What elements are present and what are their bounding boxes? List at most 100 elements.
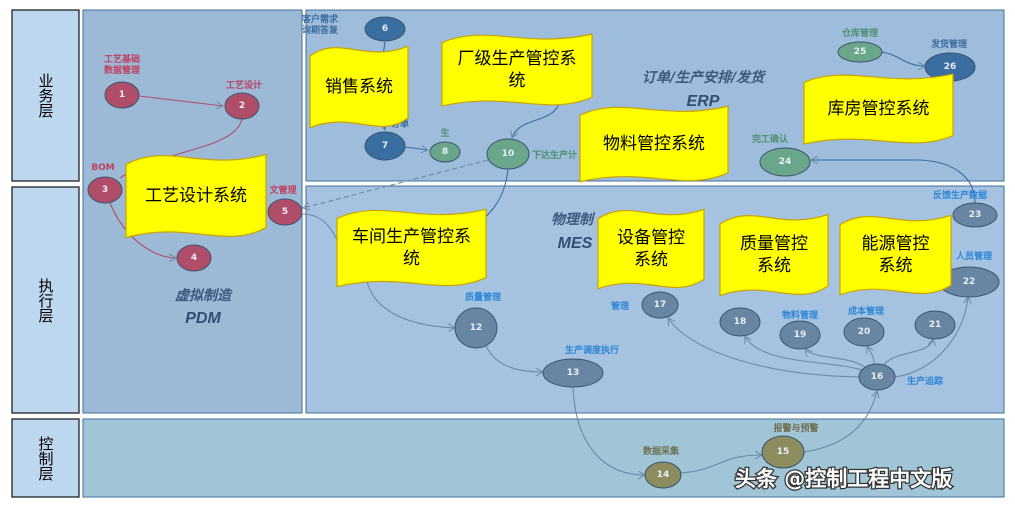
node-ellipse [719, 307, 761, 337]
node-label: 生产调度执行 [565, 344, 619, 356]
banner-shape [597, 208, 705, 290]
node-label-line: 客户需求 [301, 13, 339, 25]
node-ellipse [87, 176, 123, 204]
node-label: 客户需求询期答复 [301, 13, 339, 36]
node-number: 4 [191, 253, 197, 263]
node-ellipse [641, 291, 679, 319]
mes-subtitle: MES [558, 235, 593, 252]
edge-16-17 [668, 318, 860, 378]
node-ellipse [759, 147, 811, 177]
node-4[interactable]: 4 [176, 244, 212, 272]
node-8[interactable]: 8生 [429, 127, 461, 163]
node-label: 完工确认 [752, 133, 789, 145]
node-label-line: 人员管理 [955, 250, 992, 262]
layer-label-business-text: 业务层 [36, 73, 55, 118]
node-number: 6 [382, 24, 388, 34]
node-label: 下达生产计 [532, 149, 577, 161]
edge-1-2 [138, 95, 223, 106]
node-21[interactable]: 21 [914, 310, 956, 340]
layer-execution-box [11, 186, 80, 414]
node-13[interactable]: 13 生产调度执行 [542, 344, 619, 388]
layer-business-box [11, 9, 80, 182]
banner-warehouse: 库房管控系统 [803, 73, 954, 145]
banner-text: 设备管控 [617, 228, 685, 248]
node-number: 22 [963, 277, 976, 287]
edge-23-24 [811, 160, 976, 204]
node-ellipse [779, 320, 821, 350]
node-number: 7 [382, 141, 388, 151]
node-label: 文管理 [268, 184, 296, 196]
watermark: 头条 @控制工程中文版 [735, 467, 952, 491]
banner-text: 工艺设计系统 [145, 186, 247, 206]
node-label-line: 成本管理 [848, 305, 884, 317]
node-7[interactable]: 7订单 [364, 118, 409, 161]
node-17[interactable]: 17 管理 [611, 291, 679, 319]
node-1[interactable]: 1 工艺基础数据管理 [104, 53, 140, 109]
control-panel [82, 418, 1005, 498]
layer-label-execution-text: 执行层 [36, 277, 55, 323]
node-22[interactable]: 22 人员管理 [938, 250, 1000, 298]
banner-text: 统 [403, 249, 420, 269]
banner-shape [839, 214, 952, 296]
node-label-line: 物料管理 [782, 309, 818, 321]
edges [109, 41, 976, 475]
node-number: 3 [102, 185, 108, 195]
node-label-line: 生产追踪 [907, 375, 943, 387]
erp-subtitle: ERP [687, 93, 720, 110]
node-number: 16 [871, 372, 884, 382]
node-label: BOM [91, 163, 115, 173]
node-label-line: 发货管理 [930, 38, 967, 50]
banner-shape [441, 33, 593, 107]
node-label: 仓库管理 [841, 27, 878, 39]
node-ellipse [224, 92, 260, 120]
banner-text: 物料管控系统 [603, 134, 705, 154]
edge-12-13 [485, 345, 543, 372]
node-number: 18 [734, 317, 747, 327]
node-5[interactable]: 5 文管理 [267, 184, 303, 226]
banner-process: 工艺设计系统 [125, 153, 267, 239]
node-number: 17 [654, 300, 667, 310]
node-18[interactable]: 18 [719, 307, 761, 337]
node-ellipse [364, 16, 406, 42]
node-label-line: 文管理 [268, 184, 296, 196]
node-number: 5 [282, 207, 288, 217]
node-3[interactable]: 3 BOM [87, 163, 123, 204]
edge-5-mes [301, 213, 338, 241]
node-label-line: 完工确认 [752, 133, 789, 145]
node-label: 工艺基础数据管理 [104, 53, 140, 76]
node-number: 26 [944, 62, 957, 72]
node-label-line: 反馈生产数据 [933, 189, 987, 201]
node-label: 报警与预警 [773, 422, 818, 434]
node-6[interactable]: 6 客户需求询期答复 [301, 13, 406, 42]
node-number: 1 [119, 90, 125, 100]
node-number: 12 [470, 323, 483, 333]
node-number: 21 [929, 320, 942, 330]
node-number: 13 [567, 368, 580, 378]
node-label: 管理 [611, 300, 629, 312]
layer-label-control: 控制层 [12, 419, 79, 497]
node-16[interactable]: 16 生产追踪 [858, 363, 943, 391]
node-label: 数据采集 [643, 445, 680, 457]
layer-control-box [11, 418, 80, 498]
node-ellipse [486, 138, 530, 170]
edge-14-15 [680, 455, 762, 474]
layer-label-execution: 执行层 [12, 187, 79, 413]
node-ellipse [429, 141, 461, 163]
banner-sales: 销售系统 [309, 45, 409, 129]
edge-16-19 [805, 349, 867, 369]
node-label: 成本管理 [848, 305, 884, 317]
